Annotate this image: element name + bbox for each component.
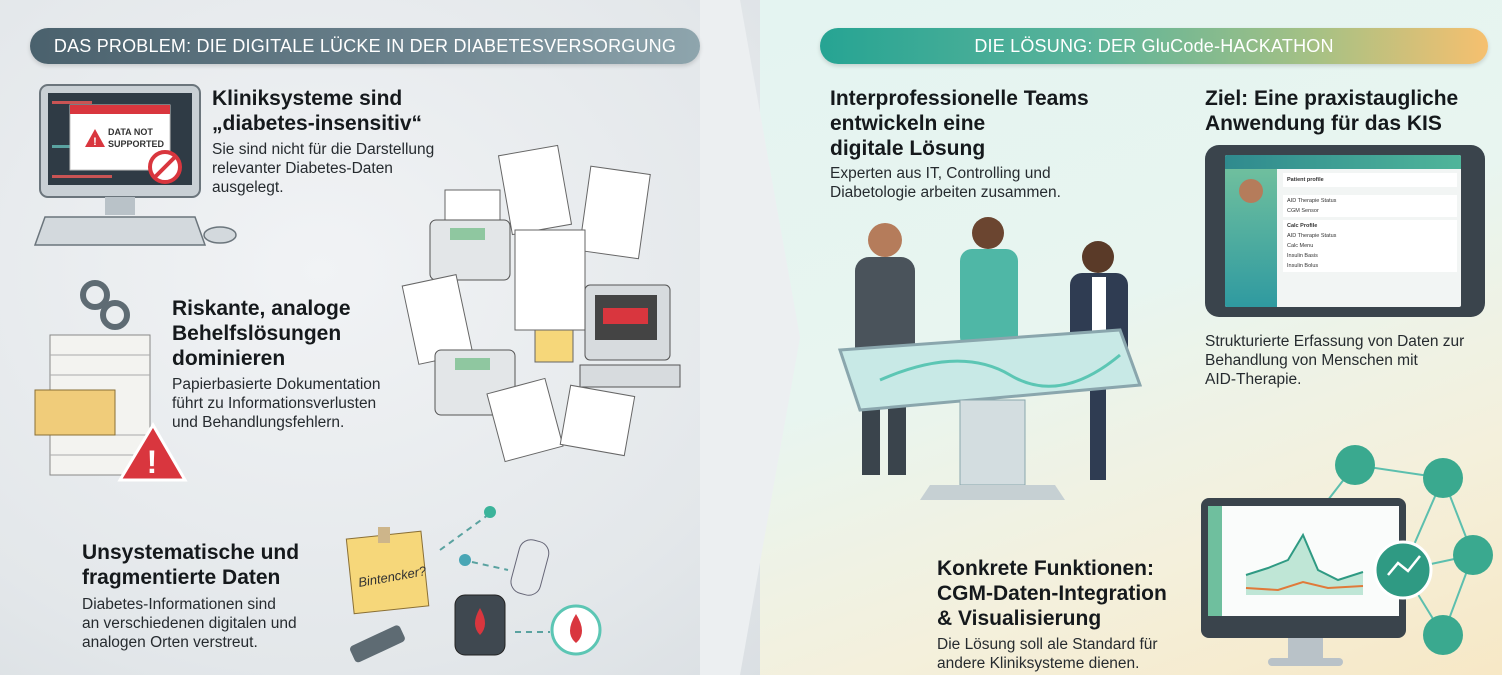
body-line: ausgelegt. xyxy=(212,179,284,196)
body-line: Experten aus IT, Controlling und xyxy=(830,165,1051,182)
tablet-row: AID Therapie Status xyxy=(1287,198,1337,204)
cgm-monitor-network-illustration xyxy=(1201,445,1493,666)
warning-text-2: SUPPORTED xyxy=(108,139,165,149)
body-line: AID-Therapie. xyxy=(1205,371,1302,388)
body-line: Die Lösung soll ale Standard für xyxy=(937,636,1158,653)
title-line: & Visualisierung xyxy=(937,607,1102,630)
problem-1-body: Sie sind nicht für die Darstellung releva… xyxy=(212,140,434,197)
tablet-row: Insulin Basis xyxy=(1287,253,1318,259)
tablet-sidebar xyxy=(1225,169,1277,307)
body-line: Diabetes-Informationen sind xyxy=(82,596,276,613)
title-line: Riskante, analoge xyxy=(172,297,351,320)
title-line: „diabetes-insensitiv“ xyxy=(212,112,423,135)
solution-header: DIE LÖSUNG: DER GluCode-HACKATHON xyxy=(820,28,1488,64)
body-line: relevanter Diabetes-Daten xyxy=(212,160,393,177)
title-line: Anwendung für das KIS xyxy=(1205,112,1442,135)
body-line: Sie sind nicht für die Darstellung xyxy=(212,141,435,158)
tablet-row: Insulin Bolus xyxy=(1287,263,1319,269)
title-line: Behelfslösungen xyxy=(172,322,342,345)
body-line: Papierbasierte Dokumentation xyxy=(172,376,381,393)
warning-text-1: DATA NOT xyxy=(108,127,153,137)
svg-text:!: ! xyxy=(93,136,97,148)
tablet-section-calc: Calc Profile xyxy=(1287,223,1318,229)
tablet-row: AID Therapie Status xyxy=(1287,233,1337,239)
avatar xyxy=(1239,179,1263,203)
body-line: analogen Orten verstreut. xyxy=(82,634,258,651)
body-line: Diabetologie arbeiten zusammen. xyxy=(830,184,1061,201)
team-at-table-illustration xyxy=(837,217,1143,500)
functions-title: Konkrete Funktionen:CGM-Daten-Integratio… xyxy=(937,556,1167,631)
title-line: Ziel: Eine praxistaugliche xyxy=(1205,87,1459,110)
problem-header: DAS PROBLEM: DIE DIGITALE LÜCKE IN DER D… xyxy=(30,28,700,64)
monitor-not-supported-illustration: ! DATA NOT SUPPORTED xyxy=(33,84,237,246)
title-line: entwickeln eine xyxy=(830,112,986,135)
title-line: Konkrete Funktionen: xyxy=(937,557,1155,580)
body-line: und Behandlungsfehlern. xyxy=(172,414,345,431)
title-line: dominieren xyxy=(172,347,286,370)
paper-chaos-illustration xyxy=(401,144,681,463)
fragmented-devices-illustration: Bintencker? xyxy=(345,506,602,663)
body-line: Strukturierte Erfassung von Daten zur xyxy=(1205,333,1465,350)
svg-text:!: ! xyxy=(147,444,158,480)
body-line: führt zu Informationsverlusten xyxy=(172,395,377,412)
title-line: fragmentierte Daten xyxy=(82,566,281,589)
problem-3-body: Diabetes-Informationen sind an verschiede… xyxy=(82,595,297,652)
title-line: CGM-Daten-Integration xyxy=(937,582,1167,605)
tablet-row: CGM Sensor xyxy=(1287,208,1319,214)
problem-2-body: Papierbasierte Dokumentation führt zu Inf… xyxy=(172,375,381,432)
body-line: an verschiedenen digitalen und xyxy=(82,615,297,632)
body-line: andere Kliniksysteme dienen. xyxy=(937,655,1140,672)
tablet-section-patient: Patient profile xyxy=(1283,173,1457,187)
title-line: Interprofessionelle Teams xyxy=(830,87,1089,110)
tablet-topbar xyxy=(1225,155,1461,169)
functions-body: Die Lösung soll ale Standard für andere K… xyxy=(937,635,1158,673)
title-line: Unsystematische und xyxy=(82,541,300,564)
title-line: Kliniksysteme sind xyxy=(212,87,403,110)
problem-1-title: Kliniksysteme sind„diabetes-insensitiv“ xyxy=(212,86,422,136)
tablet-row: Calc Menu xyxy=(1287,243,1314,249)
body-line: Behandlung von Menschen mit xyxy=(1205,352,1418,369)
title-line: digitale Lösung xyxy=(830,137,986,160)
paper-stack-warning-illustration: ! xyxy=(34,280,188,482)
